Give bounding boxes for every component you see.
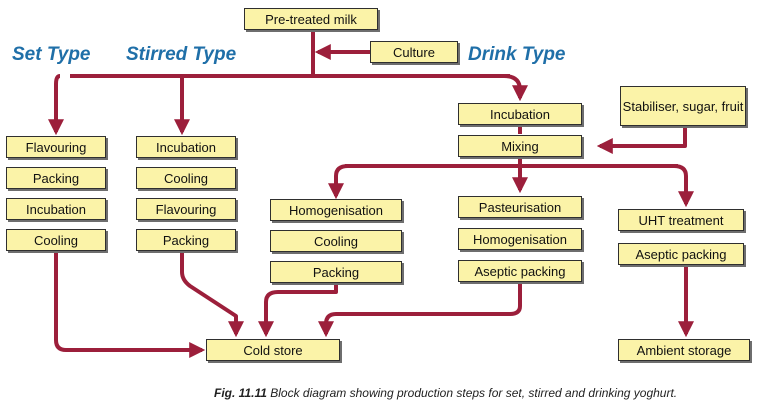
- heading-drink-type: Drink Type: [468, 44, 566, 65]
- arrow-homog-cold: [258, 282, 338, 338]
- arrow-to-homog: [328, 164, 349, 200]
- figure-caption-text: Block diagram showing production steps f…: [266, 386, 678, 400]
- node-past-homogenisation: Homogenisation: [458, 228, 582, 250]
- node-pretreated-milk: Pre-treated milk: [244, 8, 378, 30]
- node-set-cooling: Cooling: [6, 229, 106, 251]
- node-drink-incubation: Incubation: [458, 103, 582, 125]
- arrow-stirred-cold: [180, 250, 244, 338]
- arrow-set-cold: [54, 252, 206, 358]
- node-stirred-packing: Packing: [136, 229, 236, 251]
- node-homog-cooling: Cooling: [270, 230, 402, 252]
- arrow-past-cold: [318, 282, 522, 338]
- node-ambient-storage: Ambient storage: [618, 339, 750, 361]
- node-stirred-incubation: Incubation: [136, 136, 236, 158]
- node-set-flavouring: Flavouring: [6, 136, 106, 158]
- node-past-pasteurisation: Pasteurisation: [458, 196, 582, 218]
- figure-label: Fig. 11.11: [214, 386, 267, 400]
- node-uht-aseptic-packing: Aseptic packing: [618, 243, 744, 265]
- arrow-stabiliser: [596, 128, 687, 154]
- heading-set-type: Set Type: [12, 44, 91, 65]
- arrow-to-drink: [503, 74, 528, 102]
- arrow-to-uht: [673, 164, 694, 208]
- node-uht-treatment: UHT treatment: [618, 209, 744, 231]
- node-stabiliser: Stabiliser, sugar, fruit: [620, 86, 746, 126]
- figure-caption: Fig. 11.11 Block diagram showing product…: [214, 386, 677, 400]
- heading-stirred-type: Stirred Type: [126, 44, 237, 65]
- arrow-to-set: [48, 74, 64, 136]
- node-set-incubation: Incubation: [6, 198, 106, 220]
- node-set-packing: Packing: [6, 167, 106, 189]
- node-cold-store: Cold store: [206, 339, 340, 361]
- node-homog-homogenisation: Homogenisation: [270, 199, 402, 221]
- node-homog-packing: Packing: [270, 261, 402, 283]
- node-culture: Culture: [370, 41, 458, 63]
- node-past-aseptic-packing: Aseptic packing: [458, 260, 582, 282]
- node-stirred-cooling: Cooling: [136, 167, 236, 189]
- node-stirred-flavouring: Flavouring: [136, 198, 236, 220]
- node-drink-mixing: Mixing: [458, 135, 582, 157]
